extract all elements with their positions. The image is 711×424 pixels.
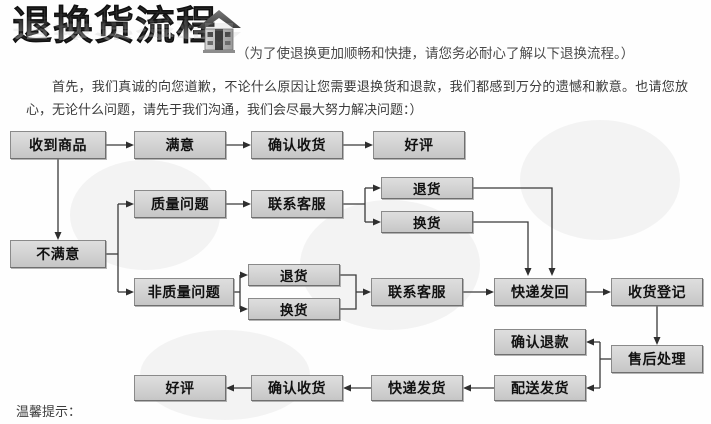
page-subtitle: （为了使退换更加顺畅和快捷，请您务必耐心了解以下退换流程。） <box>236 46 635 62</box>
flow-node-n1: 收到商品 <box>10 131 106 159</box>
house-icon <box>197 10 241 53</box>
flow-node-n17: 确认退款 <box>494 329 586 355</box>
flow-node-n9: 换货 <box>381 211 473 233</box>
intro-paragraph: 首先，我们真诚的向您道歉，不论什么原因让您需要退换货和退款，我们都感到万分的遗憾… <box>26 80 688 118</box>
flow-node-n19: 快递发货 <box>371 375 463 401</box>
footer-note: 温馨提示： <box>16 405 82 420</box>
flow-node-n5: 不满意 <box>10 240 106 268</box>
page-title: 退换货流程 <box>12 3 217 49</box>
flow-node-n21: 好评 <box>134 375 226 401</box>
flow-node-n6: 质量问题 <box>134 190 226 218</box>
flow-node-n20: 确认收货 <box>251 375 343 401</box>
page-header: 退换货流程 退换货流程 （为了使退换更加顺畅和快捷，请您 <box>0 0 711 68</box>
flow-node-n13: 联系客服 <box>371 278 463 306</box>
flow-node-n11: 退货 <box>248 264 340 286</box>
flow-node-n18: 配送发货 <box>494 375 586 401</box>
flow-node-n2: 满意 <box>134 131 226 159</box>
house-icon-reflection <box>197 23 241 50</box>
flow-node-n14: 快递发回 <box>494 278 586 306</box>
flow-node-n10: 非质量问题 <box>134 278 234 306</box>
flow-node-n3: 确认收货 <box>251 131 343 159</box>
flow-node-n4: 好评 <box>373 131 465 159</box>
flow-node-n15: 收货登记 <box>611 278 703 306</box>
flow-node-n7: 联系客服 <box>251 190 343 218</box>
flow-node-n12: 换货 <box>248 298 340 320</box>
flow-node-n16: 售后处理 <box>611 345 703 373</box>
page-title-reflection: 退换货流程 <box>12 12 217 41</box>
background-watermark <box>520 120 680 240</box>
flow-node-n8: 退货 <box>381 177 473 199</box>
